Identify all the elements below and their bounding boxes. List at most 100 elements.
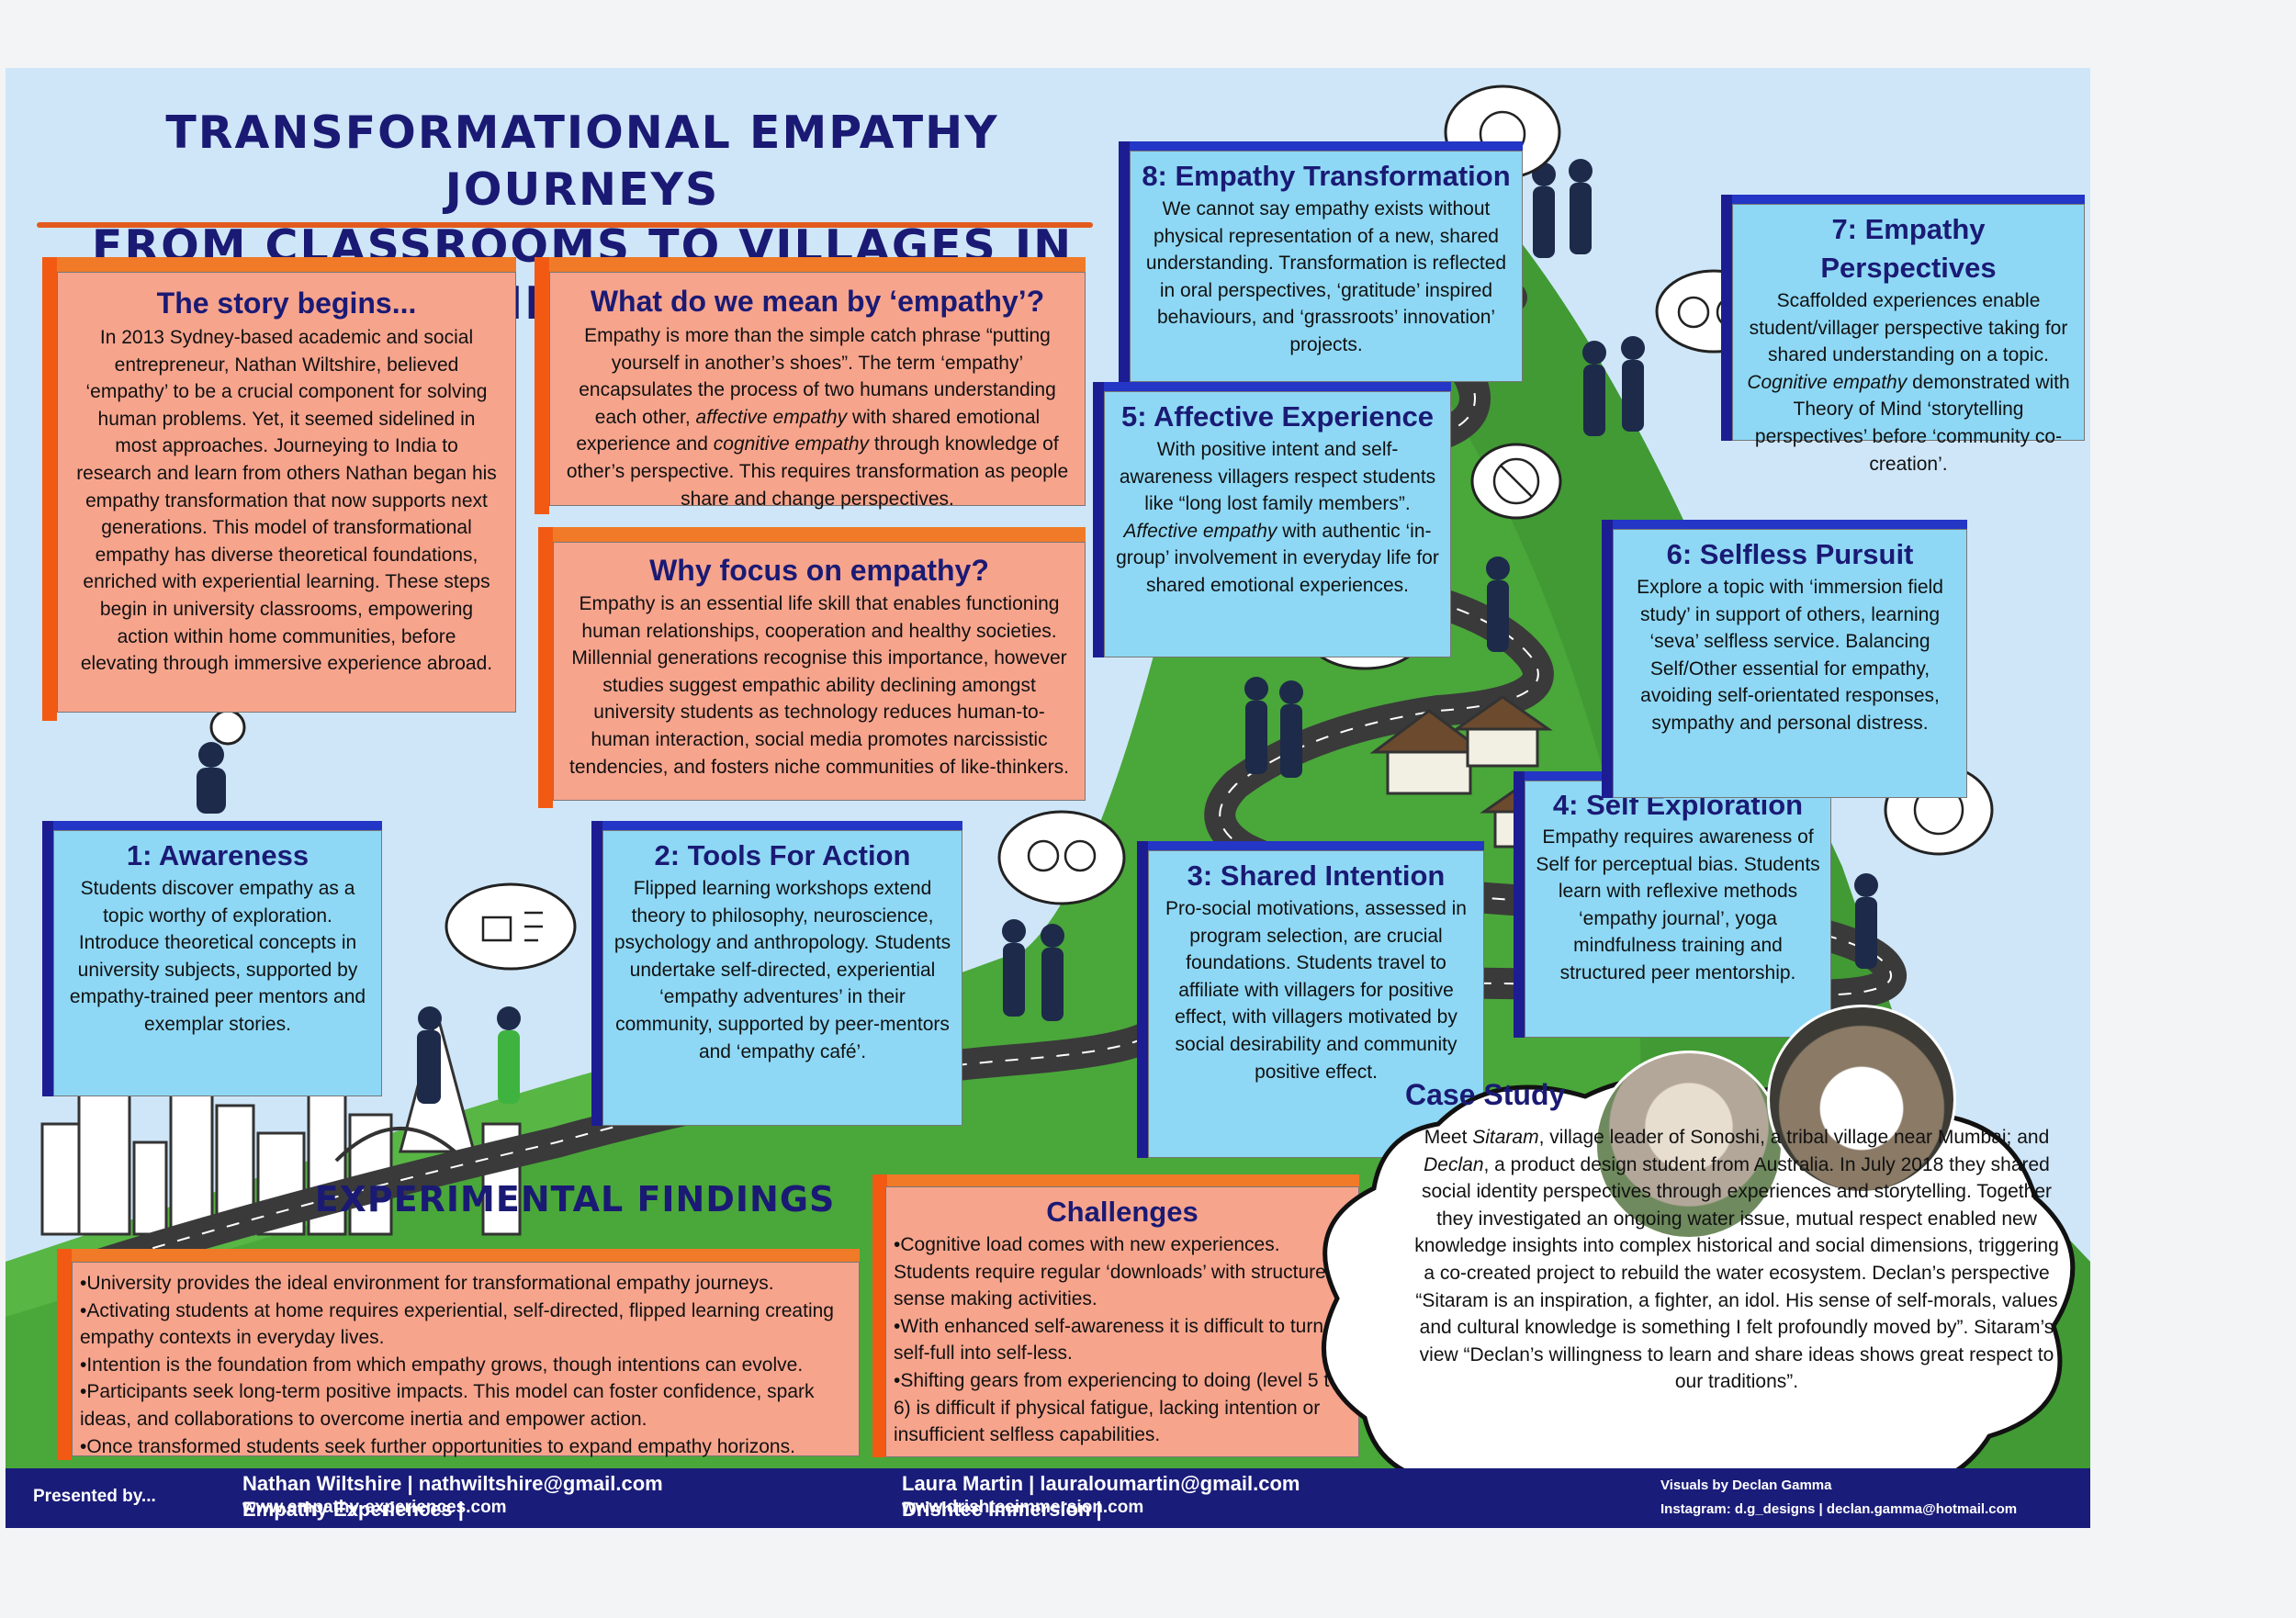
challenges-box: Challenges •Cognitive load comes with ne…: [885, 1186, 1359, 1457]
finding-item: •Once transformed students seek further …: [80, 1435, 795, 1457]
finding-item: •Participants seek long-term positive im…: [80, 1381, 815, 1430]
footer-presenter-1-contact: Nathan Wiltshire | nathwiltshire@gmail.c…: [242, 1472, 663, 1495]
bridge: [334, 1127, 467, 1163]
step2-body: Flipped learning workshops extend theory…: [613, 878, 951, 1062]
step5-accent-left: [1093, 382, 1104, 657]
step7-box: 7: Empathy Perspectives Scaffolded exper…: [1732, 204, 2085, 475]
findings-heading: EXPERIMENTAL FINDINGS: [314, 1179, 836, 1219]
step5-accent-top: [1093, 382, 1451, 391]
findings-accent-top: [57, 1249, 860, 1264]
meaning-heading: What do we mean by ‘empathy’?: [590, 285, 1045, 318]
case-em-declan: Declan: [1424, 1153, 1484, 1175]
challenge-item: •With enhanced self-awareness it is diff…: [894, 1315, 1324, 1365]
step3-body: Pro-social motivations, assessed in prog…: [1165, 898, 1467, 1083]
finding-item: •University provides the ideal environme…: [80, 1273, 774, 1294]
step7-body: Scaffolded experiences enable student/vi…: [1740, 287, 2077, 478]
why-body: Empathy is an essential life skill that …: [569, 593, 1069, 778]
footer-presenter-2-contact: Laura Martin | lauraloumartin@gmail.com: [902, 1472, 1300, 1495]
finding-item: •Intention is the foundation from which …: [80, 1354, 804, 1376]
footer-org-1: Empathy Experiences |: [242, 1498, 464, 1521]
step1-accent-top: [42, 821, 382, 830]
step8-accent-left: [1119, 141, 1130, 382]
step5-text-1: With positive intent and self-awareness …: [1119, 439, 1436, 515]
step4-accent-left: [1514, 771, 1525, 1038]
footer-bar: Presented by... Nathan Wiltshire | nathw…: [6, 1468, 2090, 1528]
why-accent-left: [538, 527, 553, 808]
case-text-2: , village leader of Sonoshi, a tribal vi…: [1538, 1127, 2050, 1148]
footer-presented-by: Presented by...: [33, 1487, 156, 1506]
footer-visuals-credit: Visuals by Declan Gamma: [1660, 1478, 1832, 1493]
step6-box: 6: Selfless Pursuit Explore a topic with…: [1613, 529, 1967, 798]
footer-org-2: Drishtee Immersion |: [902, 1498, 1102, 1521]
step4-body: Empathy requires awareness of Self for p…: [1536, 826, 1820, 983]
step1-body: Students discover empathy as a topic wor…: [69, 878, 366, 1035]
step7-heading: 7: Empathy Perspectives: [1820, 213, 1997, 284]
title-underline: [37, 222, 1093, 228]
why-accent-top: [538, 527, 1086, 542]
case-text-3: , a product design student from Australi…: [1414, 1153, 2059, 1393]
footer-visuals-contact: Instagram: d.g_designs | declan.gamma@ho…: [1660, 1501, 2018, 1517]
meaning-em-affective: affective empathy: [695, 406, 848, 428]
story-accent-top: [42, 257, 516, 272]
why-heading: Why focus on empathy?: [649, 554, 989, 587]
step6-accent-left: [1602, 520, 1613, 798]
step3-box: 3: Shared Intention Pro-social motivatio…: [1148, 850, 1484, 1158]
case-study-body: Meet Sitaram, village leader of Sonoshi,…: [1337, 1124, 2063, 1396]
meaning-accent-top: [535, 257, 1086, 272]
step7-em: Cognitive empathy: [1747, 371, 1908, 393]
findings-list: •University provides the ideal environme…: [80, 1270, 851, 1460]
step2-box: 2: Tools For Action Flipped learning wor…: [602, 830, 962, 1126]
step2-accent-top: [591, 821, 962, 830]
challenges-accent-left: [872, 1174, 887, 1457]
meaning-em-cognitive: cognitive empathy: [713, 433, 870, 455]
step8-body: We cannot say empathy exists without phy…: [1145, 198, 1507, 355]
step3-accent-top: [1137, 841, 1484, 850]
step1-accent-left: [42, 821, 53, 1096]
title-line-1: TRANSFORMATIONAL EMPATHY JOURNEYS: [165, 107, 999, 216]
challenges-accent-top: [872, 1174, 1359, 1189]
story-accent-left: [42, 257, 57, 721]
step6-body: Explore a topic with ‘immersion field st…: [1637, 577, 1943, 734]
step7-accent-top: [1721, 195, 2085, 204]
case-em-sitaram: Sitaram: [1472, 1127, 1539, 1148]
step5-heading: 5: Affective Experience: [1120, 400, 1434, 433]
step8-heading: 8: Empathy Transformation: [1142, 160, 1511, 192]
step6-heading: 6: Selfless Pursuit: [1666, 538, 1914, 570]
challenges-heading: Challenges: [1046, 1196, 1199, 1228]
findings-box: •University provides the ideal environme…: [72, 1262, 860, 1457]
poster: TRANSFORMATIONAL EMPATHY JOURNEYS FROM C…: [6, 68, 2090, 1528]
step3-heading: 3: Shared Intention: [1187, 860, 1446, 892]
case-text-1: Meet: [1424, 1127, 1473, 1148]
step6-accent-top: [1602, 520, 1967, 529]
challenge-item: •Cognitive load comes with new experienc…: [894, 1234, 1337, 1310]
step8-box: 8: Empathy Transformation We cannot say …: [1130, 151, 1523, 382]
step3-accent-left: [1137, 841, 1148, 1158]
step2-accent-left: [591, 821, 602, 1126]
people: [197, 159, 1878, 1104]
meaning-text-1: Empathy is more than the simple catch ph…: [579, 325, 1056, 428]
case-study-heading: Case Study: [1405, 1078, 1566, 1111]
step1-heading: 1: Awareness: [126, 839, 310, 871]
challenges-list: •Cognitive load comes with new experienc…: [894, 1231, 1351, 1449]
challenge-item: •Shifting gears from experiencing to doi…: [894, 1369, 1340, 1446]
story-box: The story begins... In 2013 Sydney-based…: [57, 272, 516, 713]
meaning-text-3: through knowledge of other’s perspective…: [566, 433, 1069, 510]
meaning-accent-left: [535, 257, 549, 514]
why-box: Why focus on empathy? Empathy is an esse…: [553, 542, 1086, 801]
footer-org-2-link[interactable]: www.drishteeimmersion.com: [902, 1498, 1144, 1517]
step2-heading: 2: Tools For Action: [654, 839, 911, 871]
step7-text-2: demonstrated with Theory of Mind ‘storyt…: [1754, 371, 2070, 475]
footer-org-1-link[interactable]: www.empathy-experiences.com: [242, 1498, 507, 1517]
story-heading: The story begins...: [156, 287, 417, 320]
step5-em: Affective empathy: [1123, 520, 1277, 542]
meaning-text-2: with shared emotional experience and: [576, 406, 1041, 455]
finding-item: •Activating students at home requires ex…: [80, 1299, 834, 1349]
step5-text-2: with authentic ‘in-group’ involvement in…: [1116, 520, 1439, 596]
step8-accent-top: [1119, 141, 1523, 151]
story-body: In 2013 Sydney-based academic and social…: [76, 327, 497, 675]
step4-box: 4: Self Exploration Empathy requires awa…: [1525, 781, 1831, 1038]
meaning-body: Empathy is more than the simple catch ph…: [563, 322, 1072, 512]
step1-box: 1: Awareness Students discover empathy a…: [53, 830, 382, 1096]
step5-box: 5: Affective Experience With positive in…: [1104, 391, 1451, 657]
step7-text-1: Scaffolded experiences enable student/vi…: [1749, 290, 2068, 366]
